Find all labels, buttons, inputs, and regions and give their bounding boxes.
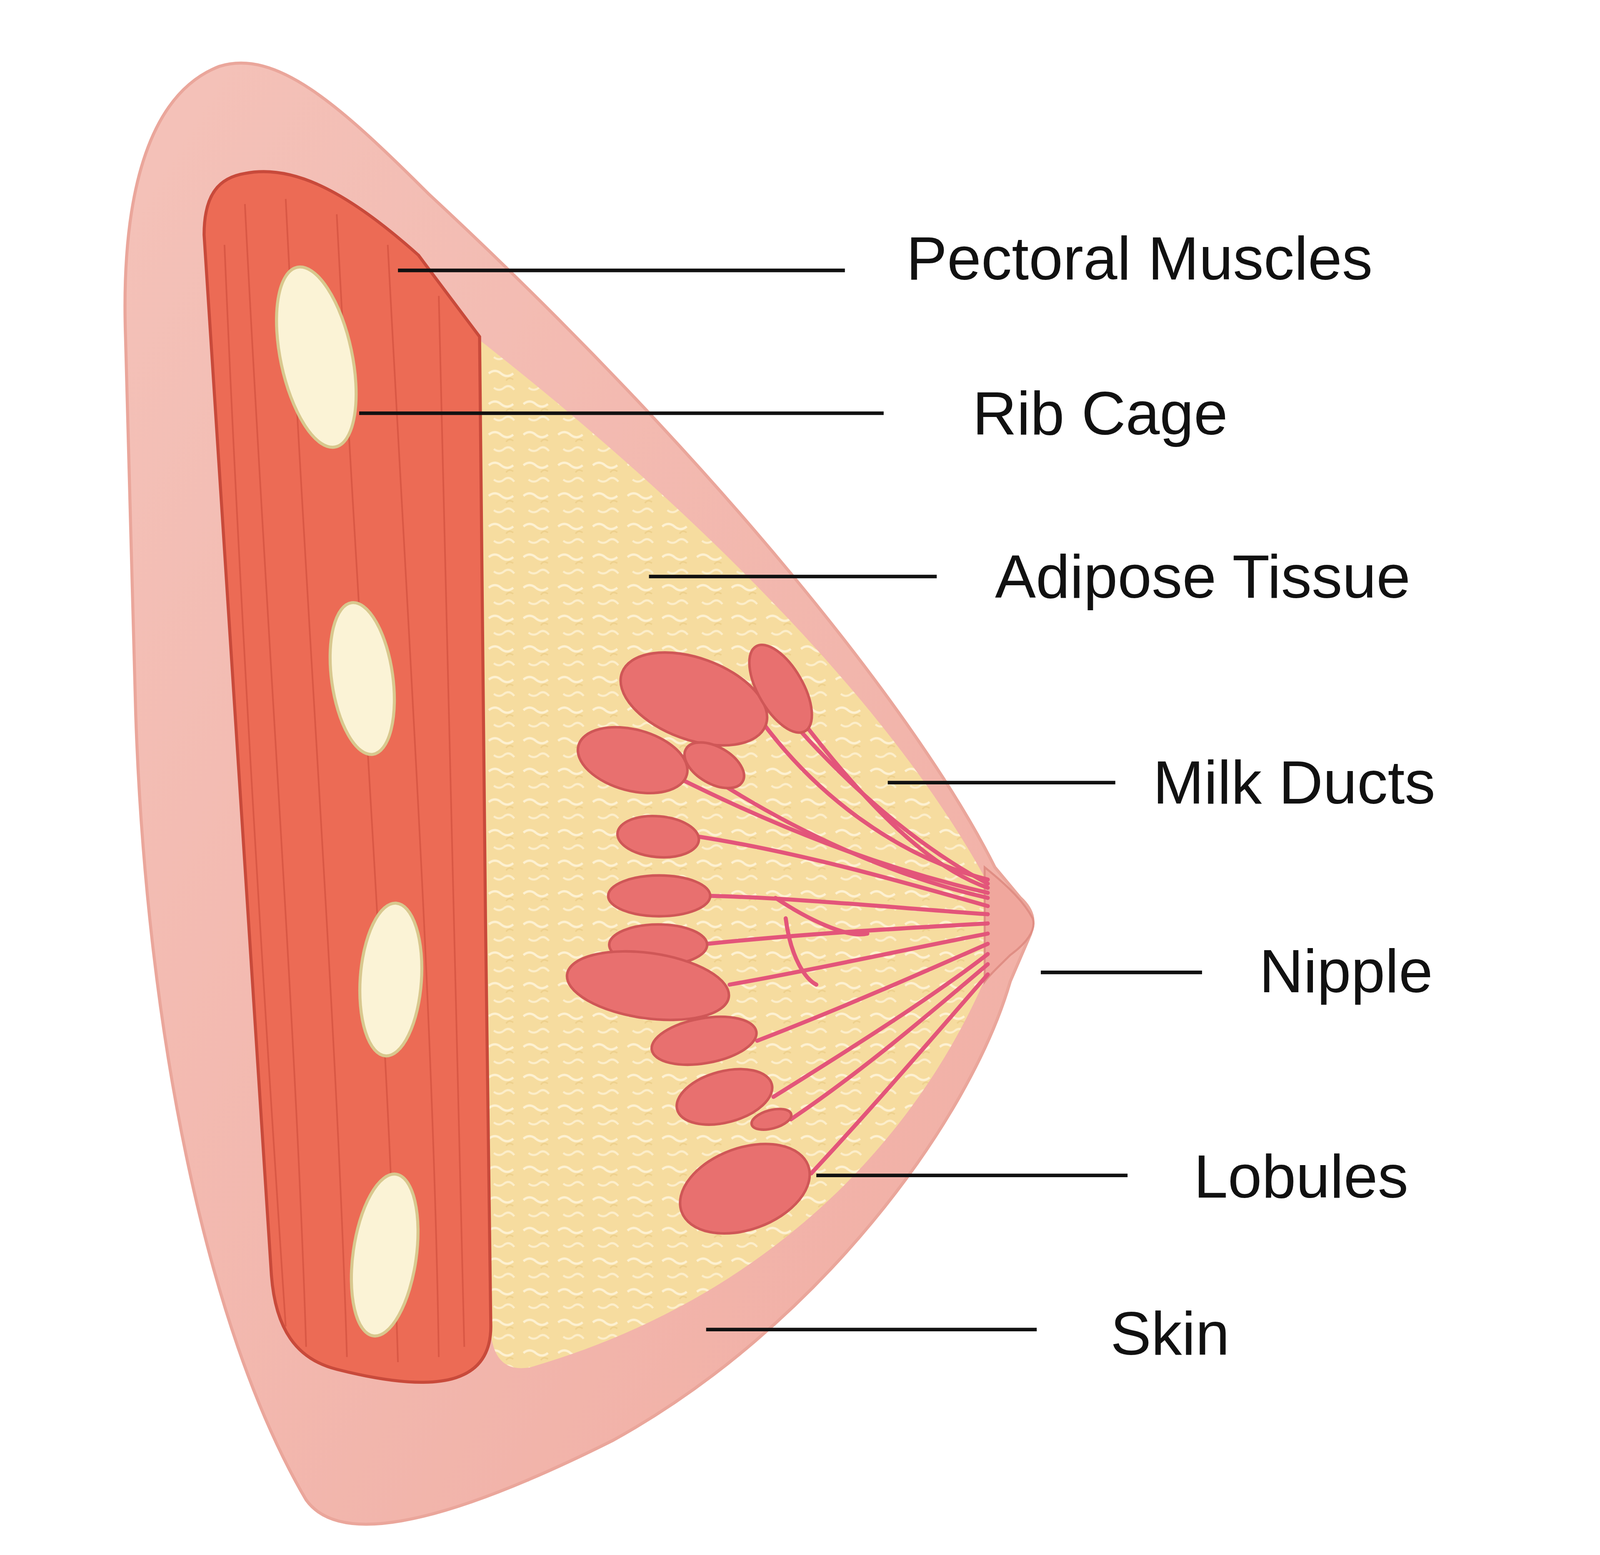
skin-outline [125,62,1033,1525]
part-label: Nipple [1259,934,1433,1008]
part-label: Lobules [1193,1140,1409,1214]
pectoral-muscle [204,171,491,1383]
nipple [984,867,1034,982]
lobules [562,634,825,1251]
part-label: Pectoral Muscles [906,221,1373,295]
part-label: Adipose Tissue [995,540,1411,614]
part-label: Skin [1110,1297,1230,1371]
part-label: Rib Cage [972,376,1228,450]
muscle-fibers [224,199,465,1363]
rib-cross-sections [262,260,428,1341]
part-label: Milk Ducts [1152,745,1436,820]
